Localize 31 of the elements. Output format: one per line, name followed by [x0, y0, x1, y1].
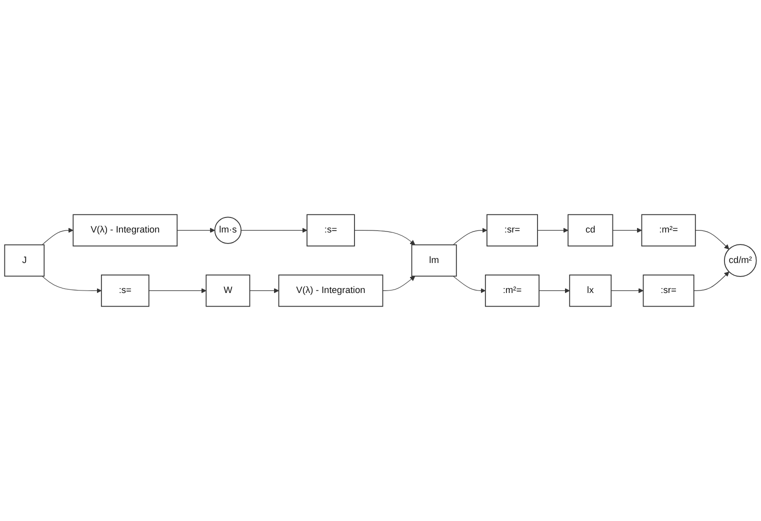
arrow — [354, 230, 416, 246]
arrow — [176, 228, 216, 233]
arrow — [148, 288, 206, 294]
node-box: lm — [411, 244, 457, 277]
node-box: :m²= — [641, 214, 696, 246]
arrow — [42, 228, 74, 246]
arrow — [452, 228, 488, 246]
node-box: :m²= — [484, 274, 540, 307]
node-box: J — [4, 244, 45, 277]
arrow — [694, 272, 730, 291]
arrow — [240, 228, 308, 233]
arrow — [249, 288, 279, 294]
node-circle: lm·s — [214, 216, 242, 244]
node-circle: cd/m² — [724, 244, 757, 277]
arrow — [538, 288, 570, 294]
node-box: :sr= — [486, 214, 538, 246]
node-box: V(λ) - Integration — [278, 274, 384, 307]
arrow — [42, 276, 102, 294]
arrow — [610, 288, 644, 294]
arrow — [537, 228, 568, 233]
node-box: W — [206, 274, 250, 307]
arrow — [695, 230, 730, 250]
node-box: :s= — [100, 274, 150, 307]
node-box: lx — [569, 274, 612, 307]
node-box: V(λ) - Integration — [72, 214, 178, 246]
node-box: :s= — [306, 214, 355, 246]
arrow — [612, 228, 642, 233]
node-box: :sr= — [642, 274, 694, 307]
arrow — [452, 276, 486, 294]
arrow — [382, 276, 416, 291]
node-box: cd — [568, 214, 614, 246]
